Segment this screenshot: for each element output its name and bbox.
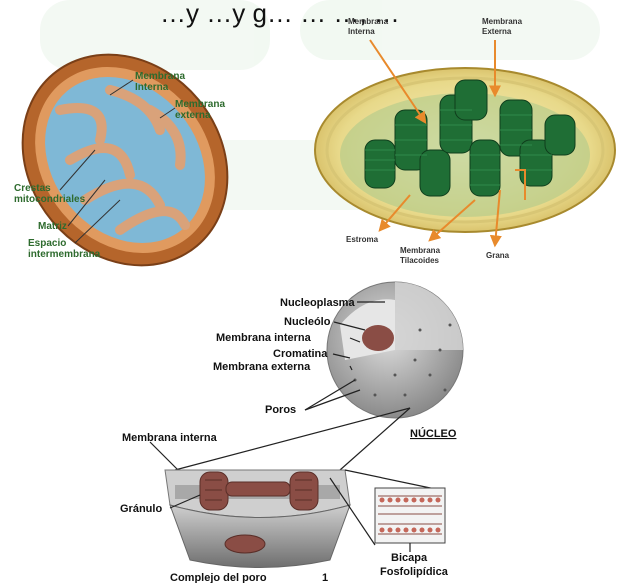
chloro-label-estroma: Estroma (346, 235, 379, 244)
nuc-label-nucleolo: Nucleólo (284, 316, 331, 328)
chloro-label-tilacoides-1: Membrana (400, 246, 441, 255)
chloro-label-membrana-externa-2: Externa (482, 27, 512, 36)
nuc-label-nucleoplasma: Nucleoplasma (280, 297, 355, 309)
chloro-label-tilacoides-2: Tilacoides (400, 256, 440, 265)
chloroplast-illustration (315, 68, 615, 232)
mito-label-membrana-externa-2: externa (175, 110, 211, 121)
mito-label-crestas-1: Crestas (14, 183, 51, 194)
mito-label-membrana-externa-1: Membrana (175, 99, 225, 110)
mito-label-crestas-2: mitocondriales (14, 194, 86, 205)
nuc-label-membrana-interna-2: Membrana interna (122, 432, 218, 444)
mito-label-espacio-1: Espacio (28, 238, 66, 249)
nuc-label-number: 1 (322, 572, 328, 583)
mito-label-membrana-interna-1: Membrana (135, 71, 185, 82)
nuc-label-membrana-interna: Membrana interna (216, 332, 312, 344)
mito-label-membrana-interna-2: Interna (135, 82, 169, 93)
chloro-label-membrana-interna-1: Membrana (348, 17, 389, 26)
chloro-label-grana: Grana (486, 251, 510, 260)
mito-label-espacio-2: intermembrana (28, 249, 101, 260)
nuc-label-granulo: Gránulo (120, 503, 162, 515)
pore-complex-illustration (165, 470, 350, 568)
chloro-label-membrana-externa-1: Membrana (482, 17, 523, 26)
nuc-label-complejo: Complejo del poro (170, 572, 267, 583)
chloro-label-membrana-interna-2: Interna (348, 27, 375, 36)
mito-label-matriz: Matriz (38, 221, 67, 232)
nuc-label-poros: Poros (265, 404, 296, 416)
nuc-label-cromatina: Cromatina (273, 348, 328, 360)
nuc-label-nucleo: NÚCLEO (410, 427, 457, 440)
nuc-label-bicapa-1: Bicapa (391, 552, 428, 564)
nuc-label-membrana-externa: Membrana externa (213, 361, 311, 373)
nuc-label-bicapa-2: Fosfolipídica (380, 566, 449, 578)
